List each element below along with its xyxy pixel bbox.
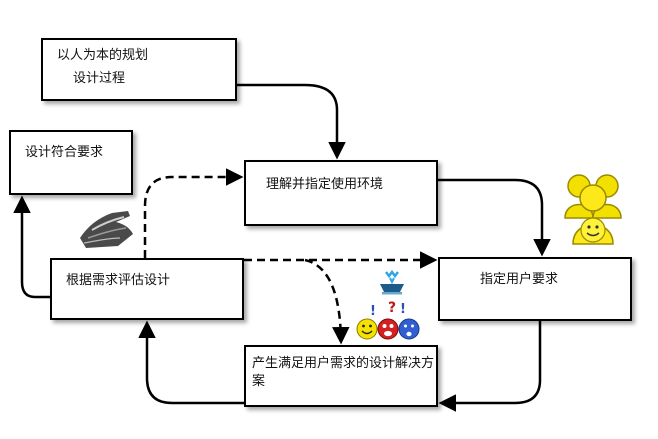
node-hcd-planning-label-line2: 设计过程 [73, 71, 126, 86]
node-design-meets-requirements: 设计符合要求 [9, 130, 133, 195]
node-specify-user-requirements: 指定用户要求 [438, 257, 632, 321]
dashed-arrow-evaluate-to-context [143, 168, 244, 258]
dashed-arrow-evaluate-to-solution [304, 258, 350, 345]
node-design-meets-requirements-label: 设计符合要求 [25, 145, 104, 160]
node-specify-user-requirements-label: 指定用户要求 [480, 272, 559, 287]
node-specify-context-of-use: 理解并指定使用环境 [244, 160, 438, 226]
svg-text:?: ? [388, 300, 396, 316]
arrow-requirements-to-solution [438, 321, 542, 412]
node-hcd-planning-label-line1: 以人为本的规划 [57, 48, 149, 63]
arrow-evaluate-to-meets [13, 195, 50, 299]
node-produce-design-solutions: 产生满足用户需求的设计解决方案 [244, 345, 438, 407]
node-evaluate-design: 根据需求评估设计 [50, 258, 244, 320]
hand-device-icon [80, 211, 133, 248]
node-specify-context-of-use-label: 理解并指定使用环境 [266, 177, 384, 192]
arrow-context-to-requirements [438, 178, 551, 257]
sad-face-icon [398, 318, 420, 340]
node-evaluate-design-label: 根据需求评估设计 [66, 273, 171, 288]
user-group-icon [564, 174, 622, 245]
angry-face-icon [377, 318, 399, 340]
svg-text:!: ! [370, 304, 376, 319]
node-produce-design-solutions-label: 产生满足用户需求的设计解决方案 [252, 356, 435, 389]
happy-face-icon [356, 318, 378, 340]
node-hcd-planning: 以人为本的规划 设计过程 [41, 38, 237, 101]
arrow-plan-to-context [237, 83, 346, 160]
brainstorm-icon [380, 269, 404, 295]
exclamation-icon: ! ? ! [370, 300, 406, 319]
svg-text:!: ! [400, 302, 406, 317]
arrow-solution-to-evaluate [138, 320, 244, 405]
